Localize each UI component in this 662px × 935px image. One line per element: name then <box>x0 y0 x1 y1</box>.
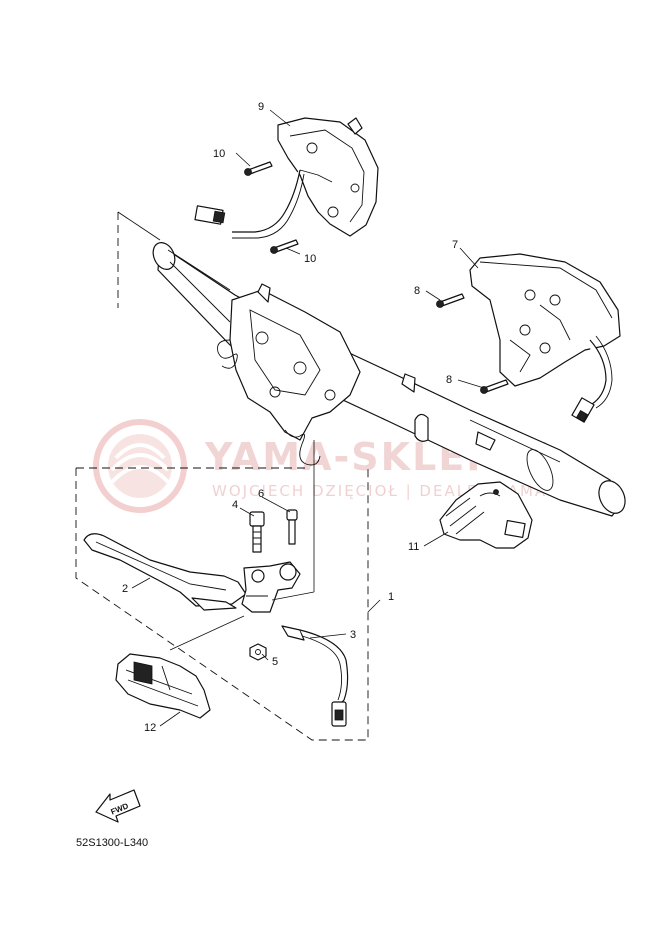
part-10-screw-upper <box>244 161 273 176</box>
lever-holder <box>241 561 301 613</box>
part-7-right-switch-housing <box>469 253 621 423</box>
label-part-2: 2 <box>122 583 128 595</box>
label-part-8-lower: 8 <box>446 374 452 386</box>
label-part-1: 1 <box>388 591 394 603</box>
part-6-screw <box>286 509 298 545</box>
assembly-box-part-1 <box>75 467 369 741</box>
part-12-switch-block <box>115 653 211 719</box>
label-part-11: 11 <box>408 541 419 553</box>
label-part-10-upper: 10 <box>213 148 225 160</box>
watermark-logo <box>93 419 187 513</box>
label-part-3: 3 <box>350 629 356 641</box>
label-part-12: 12 <box>144 722 156 734</box>
label-part-10-lower: 10 <box>304 253 316 265</box>
label-part-5: 5 <box>272 656 278 668</box>
label-part-7: 7 <box>452 239 458 251</box>
part-3-brake-switch <box>281 625 349 727</box>
drawing-code: 52S1300-L340 <box>76 837 148 849</box>
part-2-brake-lever <box>83 533 247 611</box>
part-5-nut <box>249 643 267 661</box>
part-10-screw-lower <box>270 239 299 254</box>
label-part-8-upper: 8 <box>414 285 420 297</box>
handlebar <box>152 242 626 517</box>
leader-lines <box>131 109 485 727</box>
part-11-switch-cover <box>439 481 533 549</box>
label-part-9: 9 <box>258 101 264 113</box>
part-9-switch-housing <box>194 117 379 239</box>
part-labels: 9 10 10 7 8 8 11 4 6 2 1 3 5 12 <box>122 101 458 734</box>
part-8-screw-upper <box>436 293 465 308</box>
label-part-6: 6 <box>258 488 264 500</box>
part-8-screw-lower <box>480 379 509 394</box>
part-4-pivot-bolt <box>249 511 265 553</box>
label-part-4: 4 <box>232 499 238 511</box>
fwd-arrow-icon: FWD <box>95 789 141 823</box>
